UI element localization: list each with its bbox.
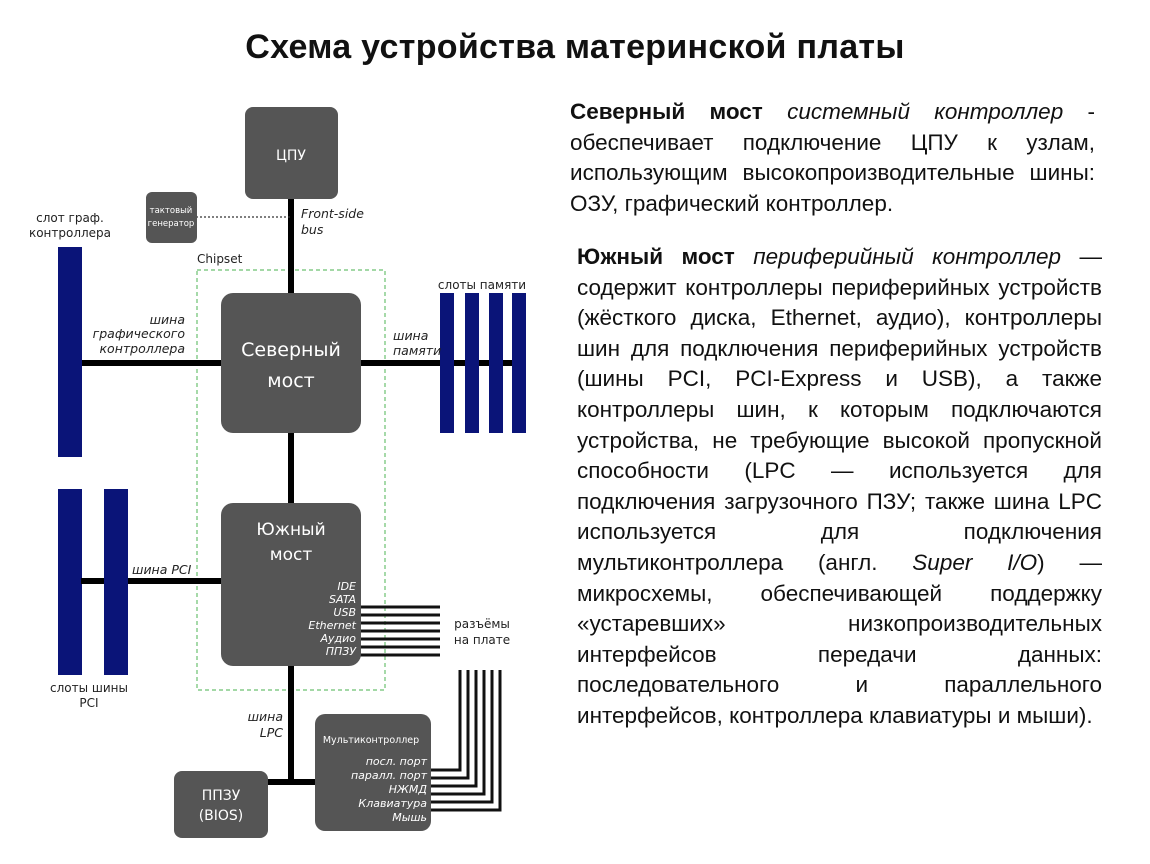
- fsb-line-2: bus: [301, 222, 324, 237]
- buses: [81, 195, 522, 785]
- southbridge-gloss: периферийный контроллер: [753, 244, 1062, 269]
- southbridge-line-2: мост: [270, 545, 313, 565]
- clock-generator-block: [146, 192, 197, 243]
- memory-slots-label: слоты памяти: [438, 278, 526, 292]
- mc-port-keyboard: Клавиатура: [358, 797, 427, 810]
- fsb-line-1: Front-side: [301, 206, 364, 221]
- gbus-line-1: шина: [150, 312, 185, 327]
- pci-slots: [58, 489, 128, 675]
- connector-lines: [360, 605, 440, 657]
- bios-line-1: ППЗУ: [202, 788, 241, 804]
- memory-slots: [440, 293, 526, 433]
- mc-port-parallel: паралл. порт: [351, 769, 428, 782]
- lpc-line-1: шина: [248, 709, 283, 724]
- sb-port-rom: ППЗУ: [326, 645, 358, 658]
- southbridge-term: Южный мост: [577, 244, 735, 269]
- connectors-line-2: на плате: [454, 633, 510, 647]
- sb-port-sata: SATA: [329, 593, 356, 606]
- southbridge-block: [221, 503, 361, 666]
- chipset-label: Chipset: [197, 252, 243, 266]
- sb-port-usb: USB: [333, 606, 356, 619]
- southbridge-body-2: ) — микросхемы, обеспечивающей поддержку…: [577, 549, 1102, 728]
- graphics-slot: [58, 247, 82, 457]
- southbridge-body-1: — содержит контроллеры периферийных устр…: [577, 244, 1102, 575]
- pci-bus-label: шина PCI: [132, 562, 192, 577]
- multicontroller-block: [315, 714, 431, 831]
- mc-port-serial: посл. порт: [366, 755, 428, 768]
- northbridge-block: [221, 293, 361, 433]
- southbridge-line-1: Южный: [256, 520, 325, 540]
- gbus-line-2: графического: [93, 326, 186, 341]
- mc-port-mouse: Мышь: [392, 811, 427, 824]
- lpc-line-2: LPC: [260, 725, 284, 740]
- connectors-line-1: разъёмы: [454, 617, 510, 631]
- southbridge-description: Южный мост периферийный контроллер — сод…: [577, 242, 1102, 732]
- clock-gen-line-2: генератор: [148, 219, 195, 229]
- graphics-slot-line-2: контроллера: [29, 226, 111, 240]
- multi-connector-lines: [431, 670, 502, 812]
- page-title: Схема устройства материнской платы: [245, 28, 905, 66]
- super-io-term: Super I/O: [912, 549, 1038, 575]
- sb-port-ethernet: Ethernet: [308, 619, 356, 632]
- graphics-slot-line-1: слот граф.: [36, 211, 104, 225]
- gbus-line-3: контроллера: [100, 341, 186, 356]
- northbridge-line-1: Северный: [241, 339, 341, 361]
- motherboard-diagram: Chipset: [29, 107, 526, 838]
- mc-port-hdd: НЖМД: [389, 783, 428, 796]
- membus-line-1: шина: [393, 328, 428, 343]
- membus-line-2: памяти: [393, 343, 441, 358]
- sb-port-audio: Аудио: [319, 632, 356, 645]
- cpu-block: [245, 107, 338, 199]
- northbridge-term: Северный мост: [570, 99, 763, 124]
- cpu-label: ЦПУ: [276, 148, 306, 164]
- clock-gen-line-1: тактовый: [150, 206, 193, 216]
- pci-slots-line-2: PCI: [79, 696, 98, 710]
- northbridge-gloss: системный контроллер: [787, 99, 1064, 124]
- bios-block: [174, 771, 268, 838]
- bios-line-2: (BIOS): [199, 808, 244, 824]
- northbridge-description: Северный мост системный контроллер - обе…: [570, 97, 1095, 219]
- northbridge-body: - обеспечивает подключение ЦПУ к узлам, …: [570, 99, 1095, 216]
- multicontroller-label: Мультиконтроллер: [323, 735, 419, 746]
- northbridge-line-2: мост: [267, 370, 314, 392]
- sb-port-ide: IDE: [337, 580, 356, 593]
- pci-slots-line-1: слоты шины: [50, 681, 128, 695]
